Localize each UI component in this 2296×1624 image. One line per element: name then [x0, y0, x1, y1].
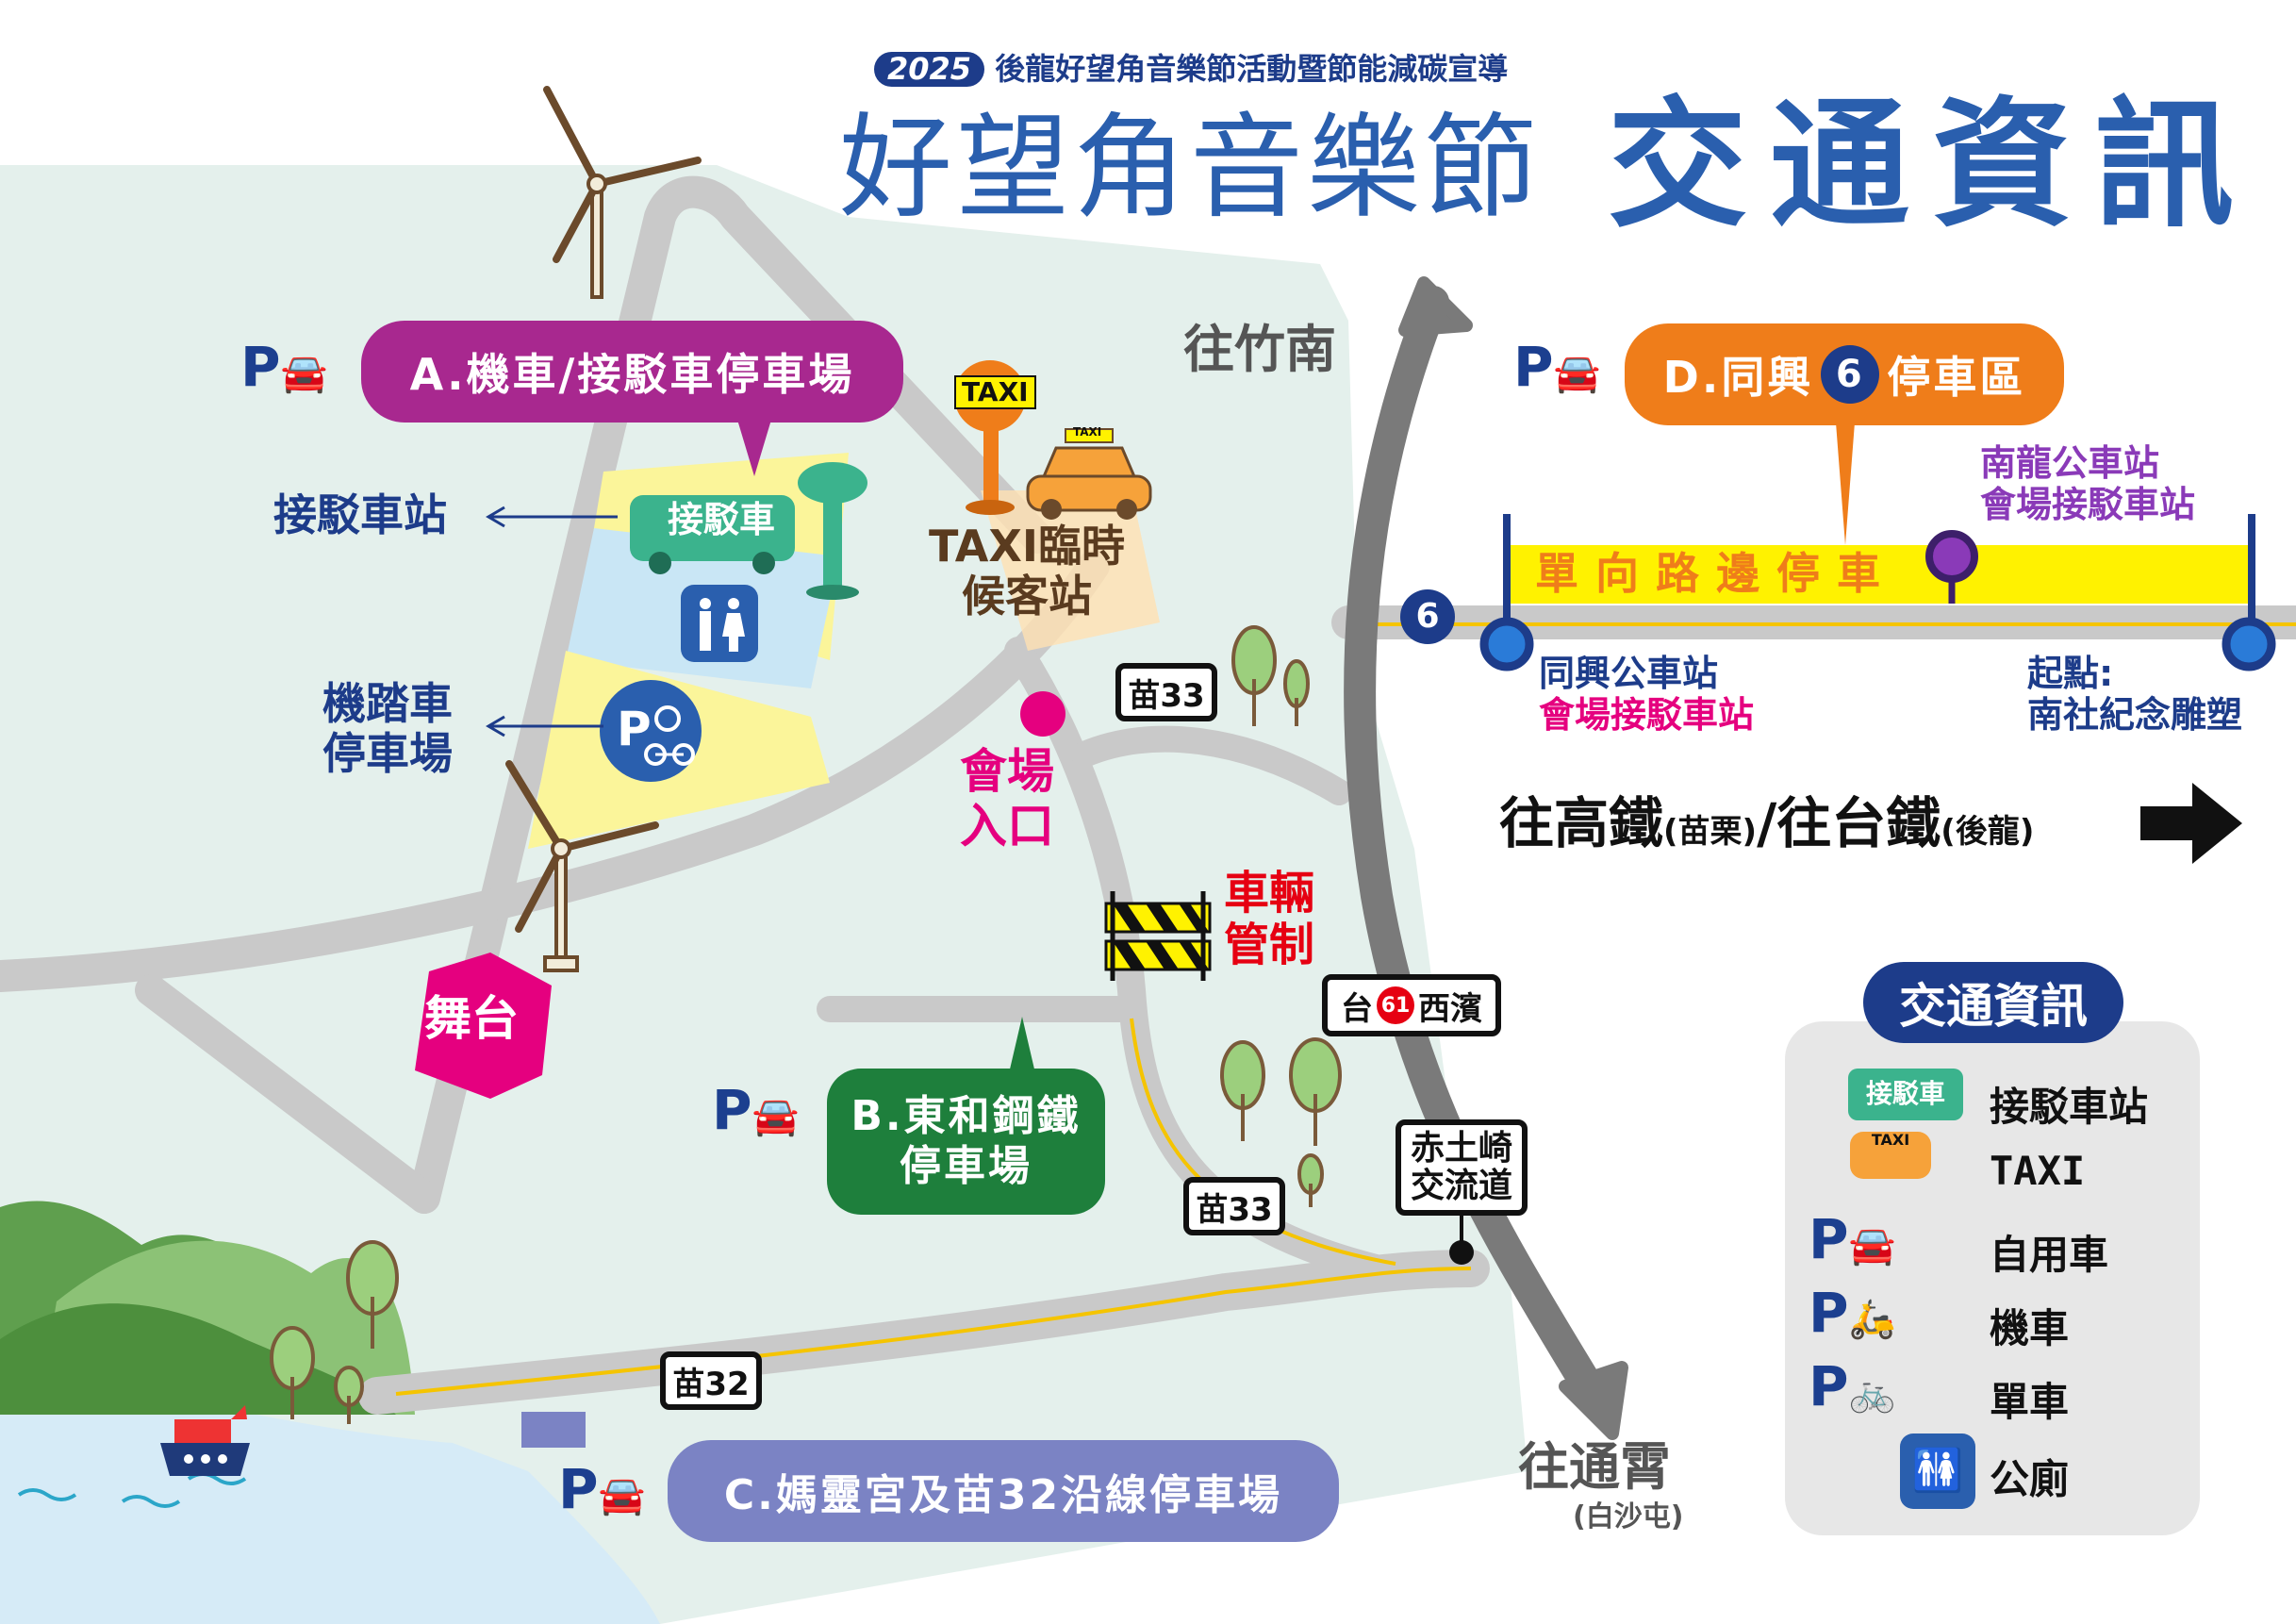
legend-item-label: 公廁	[1990, 1456, 2070, 1502]
bus-stop-sign-icon	[798, 462, 867, 600]
scooter-icon: P🛵	[1809, 1281, 1896, 1345]
scooter-bicycle-parking-icon	[600, 680, 702, 782]
entrance-label: 會場入口	[960, 744, 1054, 853]
route61-shield-icon: 61	[1377, 986, 1414, 1024]
arrow-south-icon	[1559, 1361, 1628, 1440]
road-sign-miao32: 苗32	[660, 1351, 762, 1410]
restroom-icon	[681, 585, 758, 662]
taxi-car-icon	[1026, 428, 1152, 520]
parking-c-marker	[521, 1412, 586, 1448]
arrow-north-icon	[1398, 276, 1473, 337]
nanlong-bus-stop-label: 南龍公車站會場接駁車站	[1980, 442, 2196, 525]
car-parking-icon: P🚘	[240, 335, 328, 399]
taxi-icon: TAXI	[1850, 1131, 1931, 1179]
taxi-car-sign: TAXI	[1073, 425, 1102, 439]
legend-item-label: 單車	[1990, 1379, 2070, 1425]
scooter-parking-label: 機踏車停車場	[322, 678, 453, 779]
parking-d-label: D.同興 6 停車區	[1625, 323, 2064, 425]
sea-area	[0, 1349, 660, 1624]
subtitle-text: 後龍好望角音樂節活動暨節能減碳宣導	[995, 51, 1509, 87]
traffic-barrier-icon	[1104, 891, 1212, 981]
traffic-control-label: 車輛管制	[1224, 867, 1315, 972]
stage-marker	[415, 953, 552, 1099]
start-point-label: 起點:南社紀念雕塑	[2027, 653, 2243, 736]
road-sign-tai61: 台 61 西濱	[1322, 974, 1501, 1036]
wave	[17, 1488, 77, 1501]
shuttle-station-label: 接駁車站	[273, 489, 447, 540]
shuttle-bus-icon: 接駁車	[1848, 1069, 1963, 1120]
legend-item-label: 自用車	[1990, 1232, 2109, 1278]
taxi-stand-label: TAXI臨時候客站	[929, 521, 1125, 621]
parking-c-label: C.媽靈宮及苗32沿線停車場	[668, 1440, 1339, 1542]
roadside-parking-strip	[1507, 545, 2252, 604]
to-zhunan-label: 往竹南	[1183, 320, 1336, 379]
shuttle-bus-icon	[630, 495, 795, 574]
one-way-parking-label: 單向路邊停車	[1535, 548, 1897, 599]
wind-turbine-icon	[543, 86, 702, 299]
restroom-icon: 🚻	[1900, 1433, 1975, 1509]
to-rail-label: 往高鐵(苗栗)/往台鐵(後龍)	[1499, 791, 2035, 855]
parking-p-glyph: P	[617, 702, 652, 756]
tongxing-bus-stop-label: 同興公車站會場接駁車站	[1539, 653, 1755, 736]
to-tongxiao-sub: (白沙屯)	[1573, 1500, 1684, 1533]
parking-b-label: B.東和鋼鐵停車場	[827, 1069, 1105, 1215]
title-script: 好望角音樂節	[839, 103, 1541, 234]
callout-arrows	[486, 505, 618, 737]
legend-title: 交通資訊	[1863, 962, 2123, 1043]
nanlong-bus-stop-icon	[1925, 530, 1978, 604]
car-icon: P🚘	[1809, 1207, 1896, 1271]
parking-a-pointer	[737, 420, 771, 476]
boat-icon	[160, 1405, 250, 1476]
page-title: 交通資訊	[1608, 84, 2256, 246]
route6-shield-icon: 6	[1821, 345, 1880, 404]
start-point-icon	[2222, 617, 2276, 671]
road-sign-miao33: 苗33	[1115, 663, 1217, 721]
legend-item-label: 機車	[1990, 1305, 2070, 1351]
taxi-zone	[981, 490, 1160, 651]
legend-item-label: 接駁車站	[1990, 1084, 2149, 1130]
road-sign-chituqi-interchange: 赤土崎交流道	[1396, 1119, 1528, 1216]
interchange-marker-icon	[1449, 1240, 1474, 1265]
wave	[121, 1495, 181, 1508]
car-parking-icon: P🚘	[558, 1457, 646, 1521]
arrow-east-icon	[2140, 783, 2242, 864]
header-subtitle: 2025 後龍好望角音樂節活動暨節能減碳宣導	[874, 52, 1508, 87]
year-badge: 2025	[874, 52, 985, 87]
main-highway	[1344, 286, 1610, 1412]
stage-label: 舞台	[424, 991, 519, 1046]
shuttle-bus-label: 接駁車	[668, 499, 776, 540]
legend-item-label: TAXI	[1990, 1148, 2086, 1194]
road-sign-miao33: 苗33	[1183, 1177, 1285, 1235]
parking-d-pointer	[1836, 423, 1855, 545]
parking-a-label: A.機車/接駁車停車場	[361, 321, 903, 423]
car-parking-icon: P🚘	[712, 1078, 800, 1142]
to-tongxiao-label: 往通霄	[1518, 1437, 1671, 1497]
tree-icon	[270, 625, 1342, 1424]
entrance-marker-icon	[1020, 691, 1065, 737]
car-parking-icon: P🚘	[1513, 335, 1601, 399]
tongxing-bus-stop-icon	[1479, 617, 1534, 671]
parking-b-pointer	[1009, 1017, 1035, 1073]
bicycle-icon: P🚲	[1809, 1354, 1896, 1418]
route6-shield-icon: 6	[1400, 589, 1455, 644]
taxi-sign-label: TAXI	[954, 375, 1036, 410]
wind-turbine-icon	[505, 760, 659, 972]
